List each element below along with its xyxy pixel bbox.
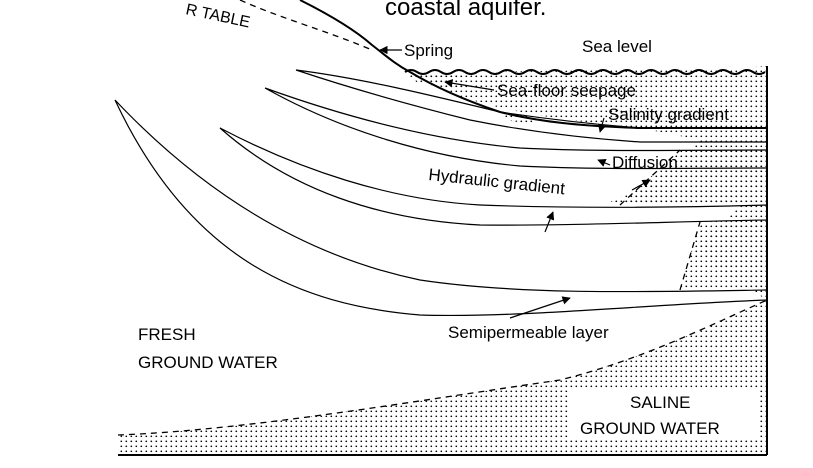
fresh-label-line1: FRESH: [138, 325, 196, 344]
water-table-line: [240, 0, 372, 50]
spring-label: Spring: [404, 41, 453, 60]
semipermeable-layer-label: Semipermeable layer: [448, 323, 609, 342]
sea-floor-seepage-label: Sea-floor seepage: [497, 81, 636, 100]
sea-level-label: Sea level: [582, 37, 652, 56]
diffusion-label: Diffusion: [612, 153, 678, 172]
water-table-label: R TABLE: [184, 1, 251, 31]
heading-fragment: coastal aquifer.: [385, 0, 546, 21]
salinity-gradient-label: Salinity gradient: [608, 105, 729, 124]
saline-label-line1: SALINE: [630, 393, 690, 412]
fresh-label-line2: GROUND WATER: [138, 353, 278, 372]
saline-label-line2: GROUND WATER: [580, 419, 720, 438]
